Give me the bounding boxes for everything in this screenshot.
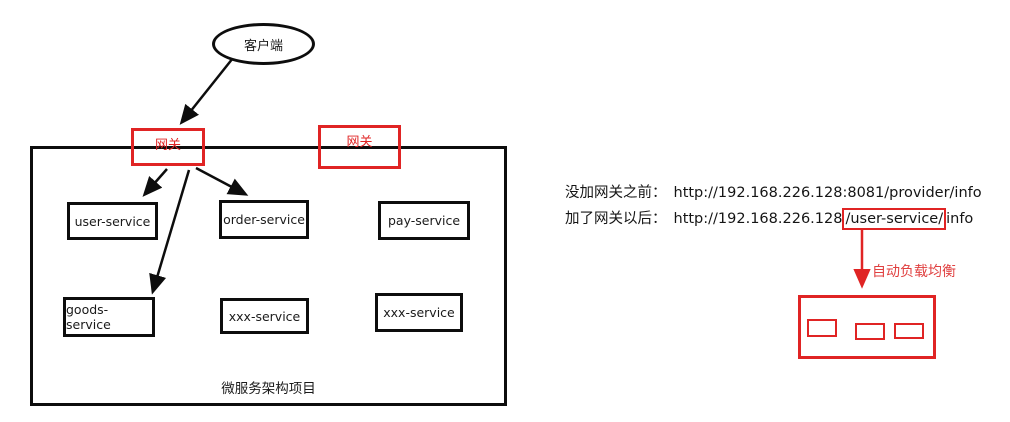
gateway-label: 网关 (346, 135, 373, 150)
container-title: 微服务架构项目 (221, 381, 316, 397)
note-after-url-suffix: info (946, 211, 974, 227)
note-after-url-prefix: http://192.168.226.128 (673, 211, 843, 227)
note-before-label: 没加网关之前： (565, 185, 667, 201)
cluster-instance-1 (807, 319, 837, 337)
service-label: user-service (74, 213, 151, 229)
arrow-client-to-gateway (179, 57, 234, 125)
gateway-node-active: 网关 (131, 128, 205, 166)
url-user-service-highlight: /user-service/ (842, 208, 947, 230)
service-node-order: order-service (219, 200, 309, 239)
service-node-goods: goods-service (63, 297, 155, 337)
load-balancing-label: 自动负载均衡 (872, 264, 956, 280)
cluster-instance-2 (855, 323, 885, 340)
service-label: xxx-service (228, 308, 301, 324)
service-label: order-service (223, 212, 305, 227)
gateway-node-secondary: 网关 (318, 125, 401, 169)
service-node-pay: pay-service (378, 201, 470, 240)
note-after-gateway: 加了网关以后： http://192.168.226.128/user-servi… (565, 207, 974, 230)
service-label: goods-service (66, 302, 111, 332)
note-before-gateway: 没加网关之前： http://192.168.226.128:8081/provi… (565, 181, 982, 202)
service-node-xxx-1: xxx-service (220, 298, 309, 334)
gateway-label: 网关 (154, 138, 181, 153)
note-before-url: http://192.168.226.128:8081/provider/inf… (673, 185, 982, 201)
service-node-user: user-service (67, 202, 158, 240)
load-balanced-cluster (798, 295, 936, 359)
microservice-project-container (30, 146, 507, 406)
service-label: xxx-service (383, 305, 455, 320)
service-label: pay-service (387, 213, 461, 228)
service-node-xxx-2: xxx-service (375, 293, 463, 332)
client-node: 客户端 (212, 23, 315, 65)
client-label: 客户端 (243, 38, 283, 54)
note-after-label: 加了网关以后： (565, 211, 667, 227)
cluster-instance-3 (894, 323, 924, 339)
